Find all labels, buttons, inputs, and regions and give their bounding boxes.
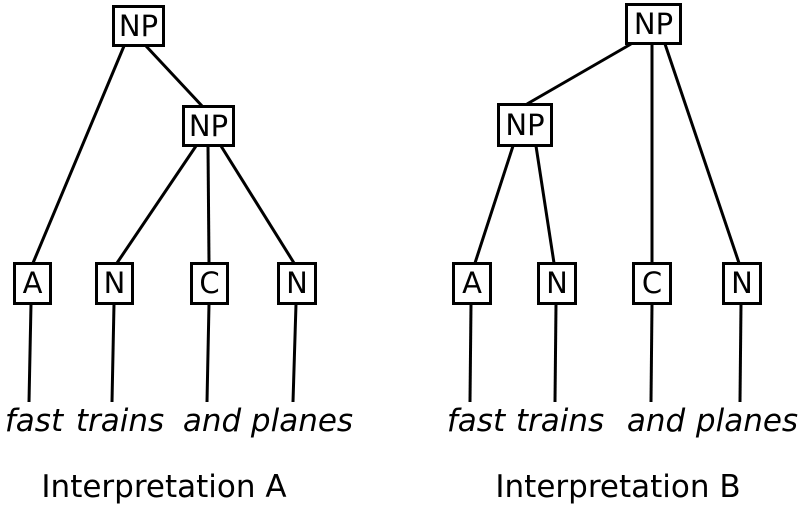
edge-b-leaf-a-to-word-fast <box>468 303 473 403</box>
tree-a-leaf-n2: N <box>277 262 317 305</box>
tree-b-leaf-c: C <box>632 262 672 305</box>
tree-a-inner-np: NP <box>182 105 235 147</box>
edge-a-leaf-c-to-word-and <box>205 303 211 403</box>
edge-b-root-to-inner-np <box>526 42 632 106</box>
edge-b-root-to-leaf-n2 <box>663 43 741 264</box>
tree-b-caption: Interpretation B <box>495 469 741 505</box>
tree-a-word-planes: planes <box>250 403 354 439</box>
tree-b-inner-np: NP <box>497 103 553 147</box>
tree-a-word-trains: trains <box>75 403 165 439</box>
edge-b-leaf-c-to-word-and <box>649 303 654 403</box>
tree-a-leaf-c: C <box>190 262 229 305</box>
tree-b-word-and: and <box>626 403 686 439</box>
tree-b-leaf-a: A <box>452 262 492 305</box>
tree-a-leaf-a: A <box>13 262 52 305</box>
edge-a-inner-to-leaf-n2 <box>219 145 296 264</box>
edge-a-root-to-inner-np <box>144 44 205 109</box>
tree-a-root-np: NP <box>112 5 165 47</box>
tree-a-caption: Interpretation A <box>41 469 287 505</box>
tree-b-word-trains: trains <box>515 403 605 439</box>
tree-a-word-and: and <box>182 403 242 439</box>
tree-b-word-planes: planes <box>695 403 799 439</box>
edge-b-leaf-n1-to-word-trains <box>553 303 558 403</box>
edge-b-leaf-n2-to-word-planes <box>738 303 743 403</box>
tree-b-word-fast: fast <box>446 403 506 439</box>
tree-b-leaf-n1: N <box>537 262 577 305</box>
edge-a-root-to-leaf-a <box>31 45 126 264</box>
edge-b-inner-to-leaf-a <box>473 145 515 264</box>
edge-a-leaf-n1-to-word-trains <box>110 303 116 403</box>
tree-a-leaf-n1: N <box>95 262 134 305</box>
tree-b-root-np: NP <box>625 3 682 45</box>
edge-b-inner-to-leaf-n1 <box>534 145 556 264</box>
edge-a-leaf-a-to-word-fast <box>27 303 33 403</box>
edge-a-inner-to-leaf-c <box>206 145 211 264</box>
edge-a-inner-to-leaf-n1 <box>115 145 198 264</box>
edge-a-leaf-n2-to-word-planes <box>291 303 298 403</box>
tree-b-leaf-n2: N <box>722 262 762 305</box>
tree-a-word-fast: fast <box>4 403 64 439</box>
